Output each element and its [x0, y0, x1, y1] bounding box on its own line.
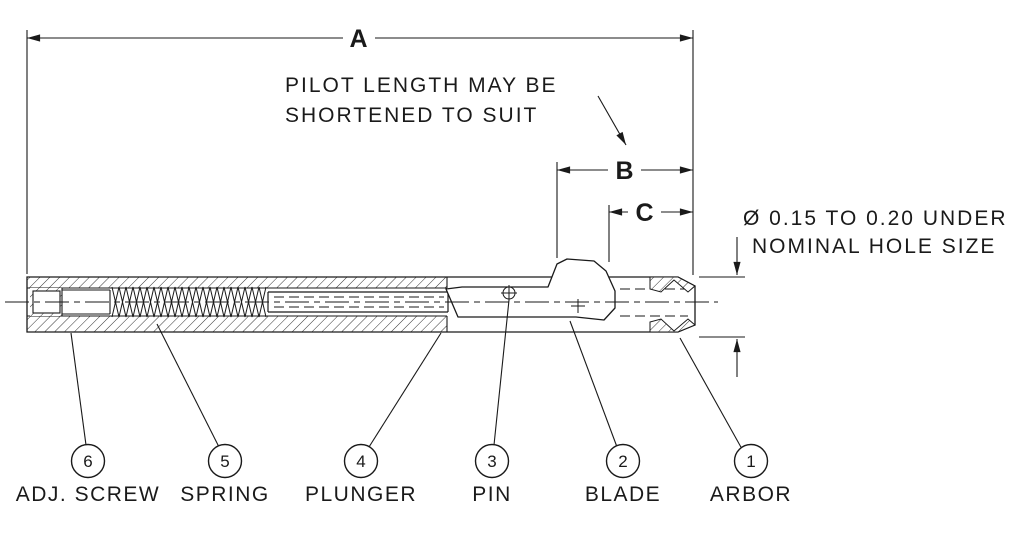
balloon-4	[343, 443, 379, 479]
pilot-note: PILOT LENGTH MAY BE SHORTENED TO SUIT	[285, 74, 627, 146]
spring-coil-b	[111, 286, 267, 318]
balloon-4-number: 4	[356, 452, 365, 471]
balloon-2	[605, 443, 641, 479]
pilot-note-leader	[597, 95, 627, 146]
diameter-note-line1: Ø 0.15 TO 0.20 UNDER	[743, 207, 1008, 230]
balloons: 6 5 4 3 2 1	[70, 443, 769, 479]
balloon-3-number: 3	[487, 452, 496, 471]
tool-body	[26, 276, 696, 333]
balloon-5-number: 5	[220, 452, 229, 471]
dimension-c	[608, 196, 693, 262]
balloon-leaders	[70, 299, 743, 450]
part-label-blade: BLADE	[585, 483, 661, 506]
spring	[111, 286, 267, 318]
leader-adj-screw	[70, 332, 87, 446]
balloon-3	[474, 443, 510, 479]
balloon-1-number: 1	[746, 452, 755, 471]
balloon-1	[733, 443, 769, 479]
dimension-b	[556, 154, 693, 258]
balloon-6	[70, 443, 106, 479]
pilot-note-line2: SHORTENED TO SUIT	[285, 104, 538, 127]
blade-outline	[445, 258, 616, 321]
dim-b-label: B	[615, 157, 634, 185]
balloon-6-number: 6	[83, 452, 92, 471]
part-label-arbor: ARBOR	[710, 483, 792, 506]
blade	[445, 258, 616, 321]
leader-pin	[493, 299, 510, 446]
part-label-plunger: PLUNGER	[305, 483, 417, 506]
leader-spring	[156, 323, 220, 448]
pilot-note-line1: PILOT LENGTH MAY BE	[285, 74, 558, 97]
dim-a-label-mask	[343, 22, 375, 54]
dimension-a	[26, 22, 694, 275]
leader-arbor	[679, 337, 743, 450]
arbor-pilot	[620, 276, 696, 333]
part-label-adj-screw: ADJ. SCREW	[16, 483, 161, 506]
dim-c-label-mask	[628, 196, 661, 227]
leader-plunger	[368, 332, 442, 448]
plunger	[267, 291, 449, 313]
balloon-2-number: 2	[618, 452, 627, 471]
pilot-bottom-relief-hatch	[649, 318, 696, 333]
part-label-pin: PIN	[472, 483, 512, 506]
pilot-top-relief-hatch	[649, 276, 696, 293]
body-top-wall-hatch	[27, 277, 447, 288]
pin	[501, 285, 517, 301]
diameter-note-line2: NOMINAL HOLE SIZE	[752, 235, 996, 258]
part-labels: ADJ. SCREW SPRING PLUNGER PIN BLADE ARBO…	[16, 483, 792, 506]
balloon-5	[207, 443, 243, 479]
dim-a-label: A	[349, 25, 368, 53]
dim-b-label-mask	[608, 154, 641, 185]
body-bottom-wall-hatch	[27, 316, 447, 332]
diameter-note: Ø 0.15 TO 0.20 UNDER NOMINAL HOLE SIZE	[699, 207, 1008, 377]
leader-blade	[569, 320, 618, 448]
spring-coil-a	[111, 286, 267, 318]
part-label-spring: SPRING	[180, 483, 270, 506]
dim-c-label: C	[635, 199, 654, 227]
